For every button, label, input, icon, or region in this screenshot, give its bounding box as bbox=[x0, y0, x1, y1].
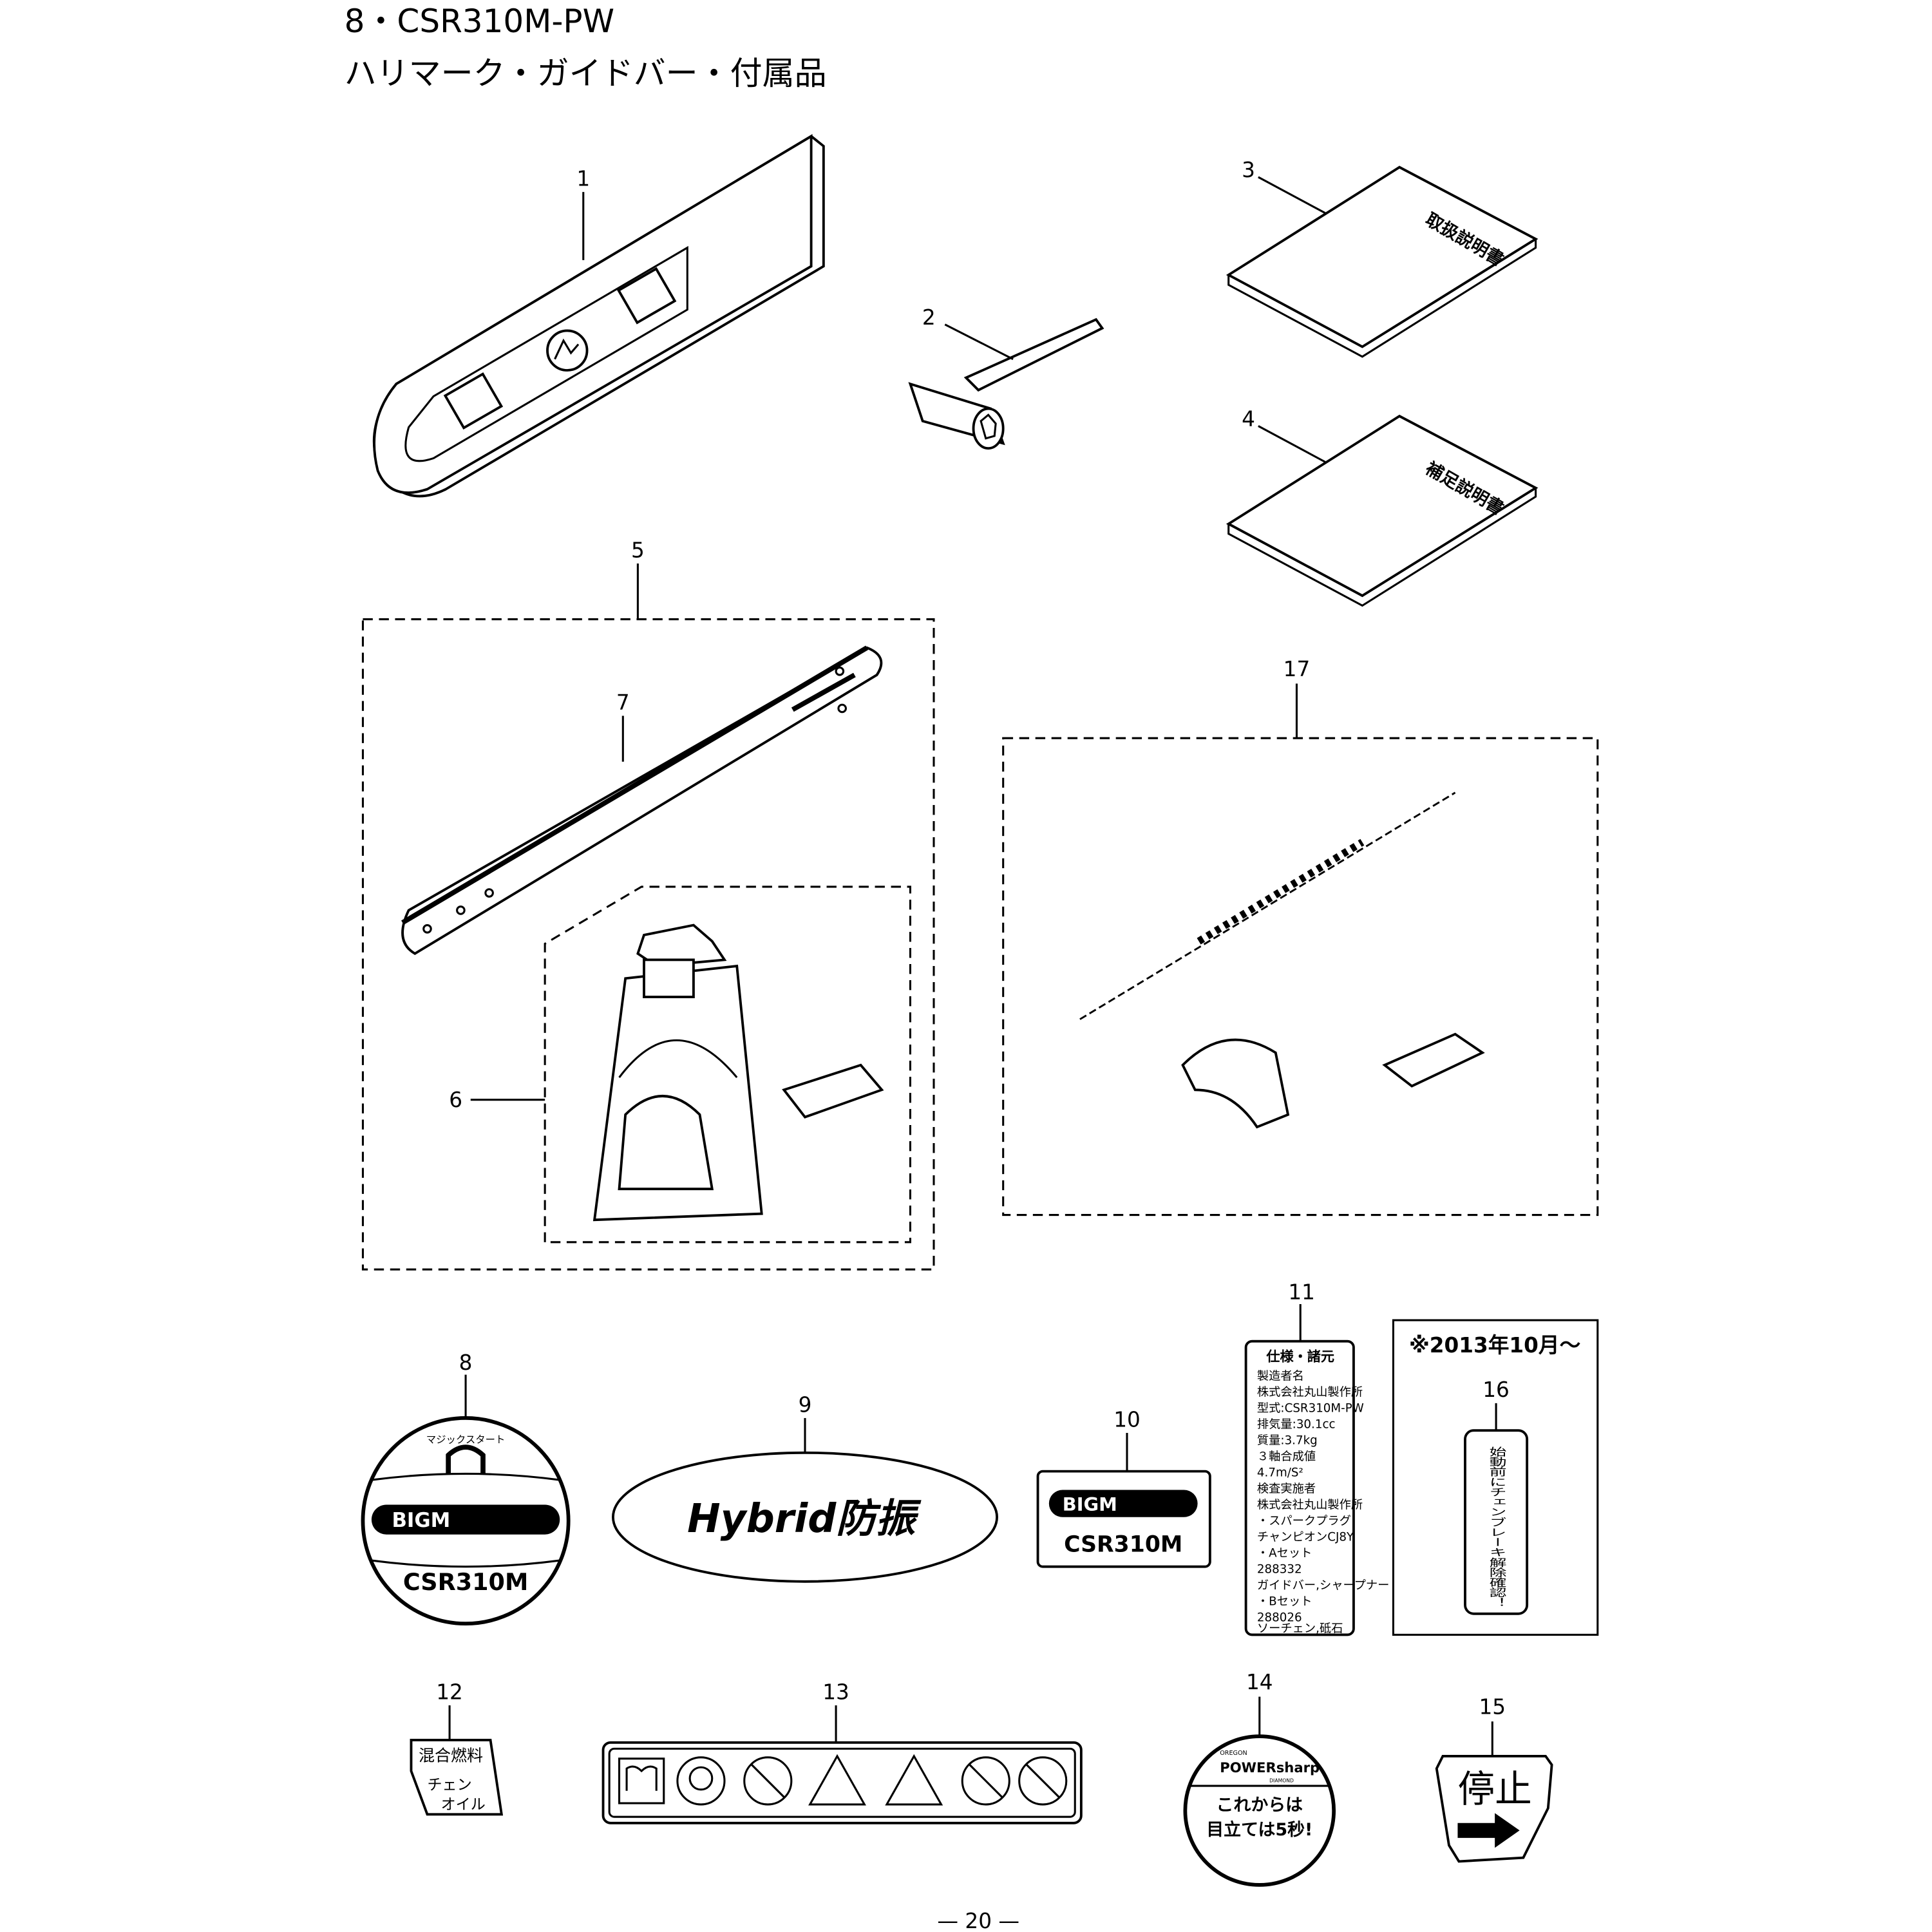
callout-17: 17 bbox=[1283, 657, 1311, 681]
callout-8: 8 bbox=[459, 1350, 473, 1375]
spec-line: 株式会社丸山製作所 bbox=[1257, 1498, 1363, 1511]
spec-line: 株式会社丸山製作所 bbox=[1257, 1385, 1363, 1399]
label14-brand: OREGON bbox=[1220, 1750, 1247, 1757]
callout-1: 1 bbox=[576, 166, 590, 191]
callout-14: 14 bbox=[1246, 1670, 1273, 1694]
protective-gear-icon bbox=[676, 1756, 726, 1806]
spec-line: 4.7m/S² bbox=[1257, 1466, 1303, 1479]
callout-16: 16 bbox=[1482, 1378, 1510, 1402]
label8-top-text: マジックスタート bbox=[426, 1434, 506, 1445]
callout-4: 4 bbox=[1242, 407, 1255, 431]
label12-line2: チェン bbox=[427, 1777, 471, 1794]
label12-line3: オイル bbox=[441, 1797, 486, 1814]
read-manual-icon bbox=[618, 1757, 665, 1804]
part-6-sharpener bbox=[592, 923, 884, 1222]
note-2013-10: ※2013年10月～ bbox=[1409, 1333, 1581, 1358]
spec-line: ・スパークプラグ bbox=[1257, 1514, 1351, 1528]
callout-11: 11 bbox=[1288, 1280, 1315, 1304]
part-16-box bbox=[1392, 1319, 1599, 1636]
label8-brand: BIGM bbox=[392, 1509, 450, 1532]
part-5-set-box bbox=[361, 618, 935, 1271]
spec-line: ガイドバー,シャープナー bbox=[1257, 1578, 1389, 1592]
spec-line: 288332 bbox=[1257, 1562, 1302, 1576]
callout-3: 3 bbox=[1242, 158, 1255, 182]
spec-line: ・Aセット bbox=[1257, 1546, 1312, 1560]
part-8-logo-label: マジックスタート BIGM CSR310M bbox=[361, 1416, 571, 1626]
spec-line: 288026 bbox=[1257, 1611, 1302, 1624]
callout-7: 7 bbox=[616, 690, 630, 715]
part-6-set-box bbox=[544, 886, 911, 1244]
label12-line1: 混合燃料 bbox=[419, 1747, 483, 1765]
part-11-spec-label: 仕様・諸元 製造者名 株式会社丸山製作所 型式:CSR310M-PW 排気量:3… bbox=[1244, 1340, 1389, 1636]
callout-12: 12 bbox=[436, 1680, 463, 1704]
no-one-hand-icon bbox=[961, 1756, 1010, 1806]
label14-line1: これからは bbox=[1217, 1795, 1303, 1815]
part-3-instruction-manual: 取扱説明書 bbox=[1226, 166, 1539, 358]
part-10-model-label: BIGM CSR310M bbox=[1036, 1470, 1211, 1568]
no-climbing-icon bbox=[1018, 1756, 1068, 1806]
spec-line: 質量:3.7kg bbox=[1257, 1434, 1318, 1447]
part-7-guide-bar bbox=[401, 645, 883, 956]
kickback-warning-icon bbox=[885, 1754, 943, 1806]
callout-6: 6 bbox=[449, 1088, 462, 1112]
callout-13: 13 bbox=[822, 1680, 849, 1704]
spec-line: チャンピオンCJ8Y bbox=[1257, 1530, 1354, 1544]
label14-sub: DIAMOND bbox=[1269, 1777, 1294, 1783]
page-subtitle: ハリマーク・ガイドバー・付属品 bbox=[345, 55, 827, 92]
spec-line: ソーチェン,砥石 bbox=[1257, 1622, 1343, 1636]
part-4-supplement-manual: 補足説明書 bbox=[1226, 414, 1539, 607]
part-14-powersharp-label: OREGON POWERsharp DIAMOND これからは 目立ては5秒! bbox=[1183, 1734, 1336, 1887]
part-16-brake-label: 始動前にチェンブレーキ解除確認！ bbox=[1464, 1429, 1529, 1615]
callout-9: 9 bbox=[799, 1392, 812, 1417]
callout-15: 15 bbox=[1479, 1695, 1506, 1719]
spec-line: ・Bセット bbox=[1257, 1595, 1312, 1608]
page-title: 8・CSR310M-PW bbox=[345, 3, 614, 40]
spec-line: 検査実施者 bbox=[1257, 1482, 1316, 1495]
spec-line: 製造者名 bbox=[1257, 1369, 1304, 1383]
page-number: — 20 — bbox=[937, 1909, 1019, 1932]
callout-10: 10 bbox=[1113, 1407, 1141, 1432]
label10-brand: BIGM bbox=[1063, 1493, 1117, 1515]
part-12-fuel-oil-label: 混合燃料 チェン オイル bbox=[410, 1739, 504, 1816]
label10-model: CSR310M bbox=[1064, 1532, 1182, 1558]
label15-text: 停止 bbox=[1457, 1767, 1531, 1811]
label14-logo: POWERsharp bbox=[1220, 1759, 1320, 1776]
hot-surface-warning-icon bbox=[808, 1754, 866, 1806]
callout-5: 5 bbox=[631, 538, 645, 562]
arrow-right-icon bbox=[1457, 1813, 1520, 1848]
label16-text: 始動前にチェンブレーキ解除確認！ bbox=[1486, 1446, 1506, 1607]
part-17-saw-chain-and-stone bbox=[1079, 791, 1485, 1129]
part-13-warning-label bbox=[601, 1741, 1083, 1824]
label8-model: CSR310M bbox=[403, 1568, 528, 1596]
part-9-hybrid-label: Hybrid防振 bbox=[612, 1451, 998, 1583]
spec-line: 型式:CSR310M-PW bbox=[1257, 1401, 1364, 1415]
part-2-plug-wrench bbox=[908, 317, 1104, 450]
label14-line2: 目立ては5秒! bbox=[1206, 1819, 1312, 1840]
no-fire-icon bbox=[743, 1756, 793, 1806]
part-17-set-box bbox=[1002, 737, 1599, 1217]
callout-2: 2 bbox=[922, 305, 936, 330]
spec-line: 排気量:30.1cc bbox=[1257, 1417, 1336, 1431]
part-15-stop-label: 停止 bbox=[1435, 1755, 1553, 1863]
label9-text: Hybrid防振 bbox=[687, 1495, 922, 1542]
spec-line: ３軸合成値 bbox=[1257, 1450, 1316, 1463]
part-1-bar-cover bbox=[372, 134, 825, 498]
spec-line: 仕様・諸元 bbox=[1265, 1348, 1334, 1364]
